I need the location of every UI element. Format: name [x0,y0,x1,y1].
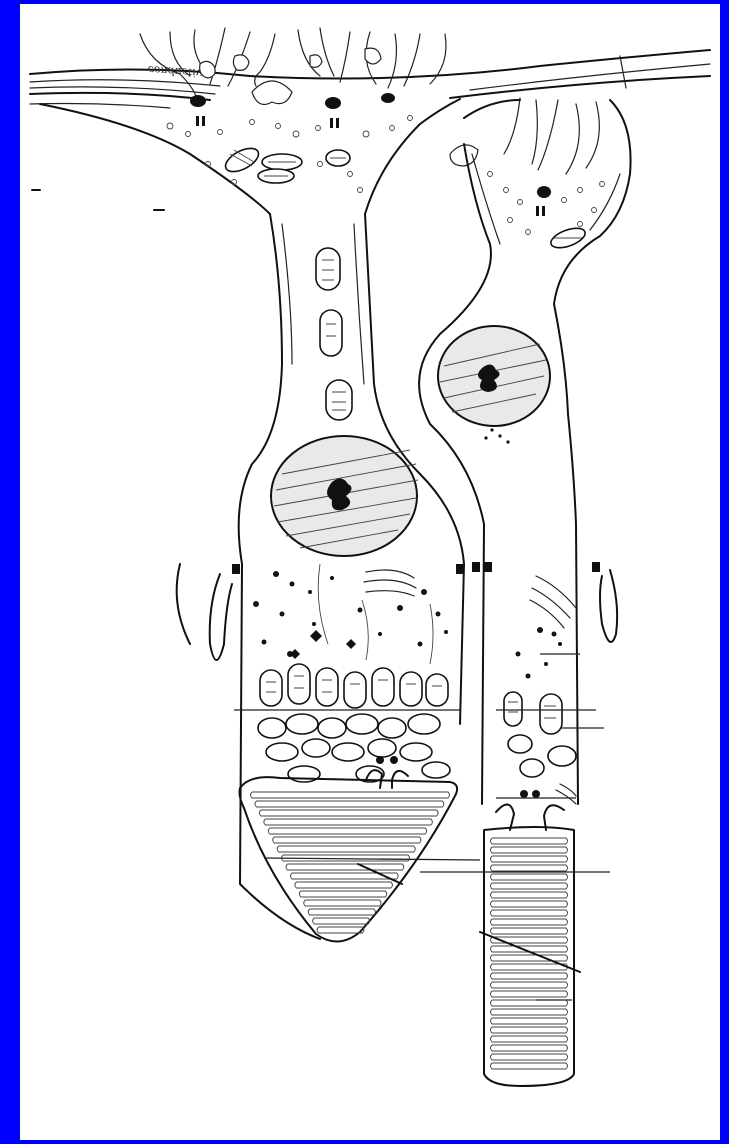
disc-membrane [491,1027,568,1033]
disc-membrane [273,837,421,843]
disc-membrane [255,801,444,807]
disc-membrane [491,838,568,844]
disc-membrane [491,928,568,934]
rod-cell [40,99,480,942]
disc-membrane [491,892,568,898]
disc-membrane [491,1036,568,1042]
disc-membrane [491,865,568,871]
disc-membrane [286,864,404,870]
disc-membrane [491,973,568,979]
disc-membrane [491,856,568,862]
disc-membrane [308,909,375,915]
disc-membrane [491,883,568,889]
disc-membrane [491,874,568,880]
disc-membrane [491,955,568,961]
disc-membrane [491,910,568,916]
disc-membrane [491,964,568,970]
disc-membrane [491,1045,568,1051]
disc-membrane [491,847,568,853]
disc-membrane [491,1009,568,1015]
disc-membrane [491,1000,568,1006]
figure-frame: conductive [20,4,720,1140]
cone-cell [419,98,630,1086]
disc-membrane [313,918,370,924]
disc-membrane [277,846,415,852]
photoreceptor-diagram: conductive [20,4,720,1140]
disc-membrane [317,927,364,933]
disc-membrane [491,1054,568,1060]
disc-membrane [304,900,381,906]
disc-membrane [491,982,568,988]
disc-membrane [491,1018,568,1024]
disc-membrane [268,828,426,834]
outer-plexiform-layer: conductive [30,28,710,166]
disc-membrane [491,991,568,997]
disc-membrane [264,819,433,825]
disc-membrane [295,882,393,888]
disc-membrane [251,792,450,798]
disc-membrane [491,901,568,907]
disc-membrane [491,919,568,925]
disc-membrane [491,1063,568,1069]
disc-membrane [259,810,438,816]
disc-membrane [299,891,386,897]
